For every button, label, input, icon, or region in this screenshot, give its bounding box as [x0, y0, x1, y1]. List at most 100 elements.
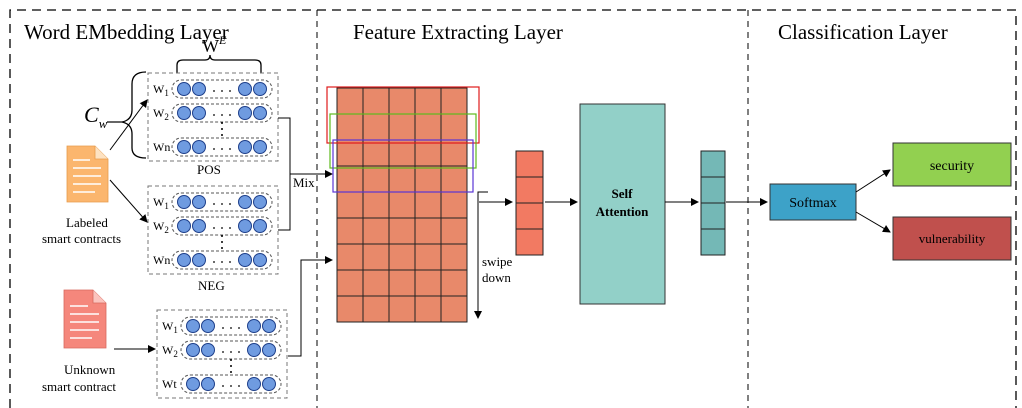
embedding-node [192, 106, 206, 120]
outer-dashed-frame [9, 9, 1017, 408]
ellipsis-dot [221, 114, 223, 116]
swipe-label-line2: down [482, 270, 511, 285]
embedding-node [177, 106, 191, 120]
matrix-cell [440, 269, 468, 297]
neg-row: Wn [153, 250, 273, 270]
ellipsis-dot [222, 327, 224, 329]
security-label: security [930, 159, 974, 174]
swipe-down-arrow [474, 191, 488, 319]
embedding-node [177, 219, 191, 233]
pos-row-frame [171, 137, 273, 157]
pos-row-label: W2 [153, 106, 169, 122]
matrix-cell [440, 165, 468, 193]
arrow-unknown-to-matrix [288, 256, 333, 357]
ellipsis-dot [221, 227, 223, 229]
matrix-cell [388, 295, 416, 323]
ellipsis-dot [213, 227, 215, 229]
attention-label-line1: Self [612, 186, 634, 201]
vector-cell [515, 228, 544, 256]
embedding-node [177, 82, 191, 96]
embedding-node [247, 343, 261, 357]
matrix-cell [440, 295, 468, 323]
security-box [892, 142, 1012, 187]
matrix-cell [388, 139, 416, 167]
unknown-contract-doc-icon [63, 289, 107, 349]
embedding-node [186, 343, 200, 357]
feature-layer-title: Feature Extracting Layer [353, 20, 563, 44]
embedding-node [192, 82, 206, 96]
embedding-node [201, 377, 215, 391]
embedding-node [262, 377, 276, 391]
matrix-cell [414, 139, 442, 167]
embedding-node [238, 106, 252, 120]
matrix-cell [440, 87, 468, 115]
matrix-cell [336, 87, 364, 115]
unknown-doc-label-line1: Unknown [64, 362, 116, 377]
classification-layer-title: Classification Layer [778, 20, 948, 44]
embedding-node [262, 319, 276, 333]
matrix-cell [336, 269, 364, 297]
matrix-cell [362, 217, 390, 245]
output-vector-cell [700, 150, 726, 178]
vertical-ellipsis-dot [221, 134, 223, 136]
window-red [326, 86, 480, 144]
unknown-row: Wt [162, 374, 282, 394]
arrow-softmax-to-vulnerability [855, 211, 891, 233]
embedding-node [253, 140, 267, 154]
matrix-cell [336, 165, 364, 193]
embedding-node [253, 219, 267, 233]
ellipsis-dot [238, 385, 240, 387]
embedding-node [247, 377, 261, 391]
pos-row: Wn [153, 137, 273, 157]
embedding-node [201, 319, 215, 333]
output-vector-cell [700, 176, 726, 204]
embedding-node [177, 253, 191, 267]
ellipsis-dot [229, 261, 231, 263]
neg-row-label: W1 [153, 195, 169, 211]
ellipsis-dot [221, 203, 223, 205]
embedding-node [238, 82, 252, 96]
embedding-node [238, 195, 252, 209]
matrix-cell [414, 295, 442, 323]
pos-row-label: W1 [153, 82, 169, 98]
matrix-cell [388, 243, 416, 271]
matrix-cell [362, 139, 390, 167]
embedding-node [192, 195, 206, 209]
embedding-node [192, 140, 206, 154]
matrix-cell [362, 165, 390, 193]
embedding-node [238, 140, 252, 154]
matrix-cell [336, 243, 364, 271]
unknown-row-label: Wt [162, 377, 177, 391]
embedding-node [177, 195, 191, 209]
matrix-cell [362, 191, 390, 219]
ellipsis-dot [213, 203, 215, 205]
matrix-cell [414, 87, 442, 115]
embedding-node [238, 219, 252, 233]
matrix-cell [440, 139, 468, 167]
ellipsis-dot [229, 203, 231, 205]
vertical-ellipsis-dot [230, 371, 232, 373]
neg-row: W1 [153, 192, 273, 212]
matrix-cell [440, 217, 468, 245]
pos-row-label: Wn [153, 140, 170, 154]
matrix-cell [388, 191, 416, 219]
output-vector-cell [700, 202, 726, 230]
vertical-ellipsis-dot [221, 128, 223, 130]
window-blue [332, 139, 474, 193]
matrix-cell [388, 87, 416, 115]
arrow-doc-to-neg [109, 179, 148, 223]
feature-matrix [336, 87, 468, 323]
ellipsis-dot [222, 351, 224, 353]
neg-row: W2 [153, 216, 273, 236]
matrix-cell [388, 269, 416, 297]
vertical-ellipsis-dot [221, 247, 223, 249]
swipe-label-line1: swipe [482, 254, 513, 269]
vulnerability-label: vulnerability [919, 231, 986, 246]
pos-row-frame [171, 79, 273, 99]
matrix-cell [336, 139, 364, 167]
embedding-node [186, 319, 200, 333]
matrix-cell [336, 295, 364, 323]
vertical-ellipsis-dot [230, 365, 232, 367]
unknown-doc-shape [63, 289, 107, 349]
